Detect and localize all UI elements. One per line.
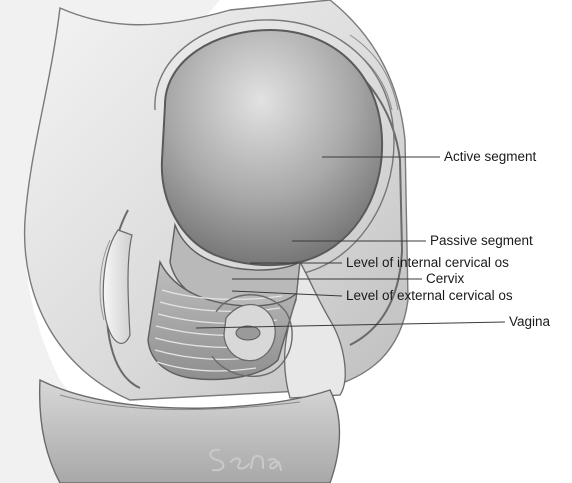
label-active-segment: Active segment: [444, 150, 536, 164]
label-external-cervical-os: Level of external cervical os: [346, 289, 513, 303]
label-vagina: Vagina: [509, 315, 550, 329]
rectal-lumen: [236, 326, 260, 340]
uterus-body: [162, 30, 382, 265]
label-internal-cervical-os: Level of internal cervical os: [346, 256, 509, 270]
label-cervix: Cervix: [426, 272, 464, 286]
label-passive-segment: Passive segment: [430, 234, 533, 248]
artist-signature: [205, 440, 285, 476]
